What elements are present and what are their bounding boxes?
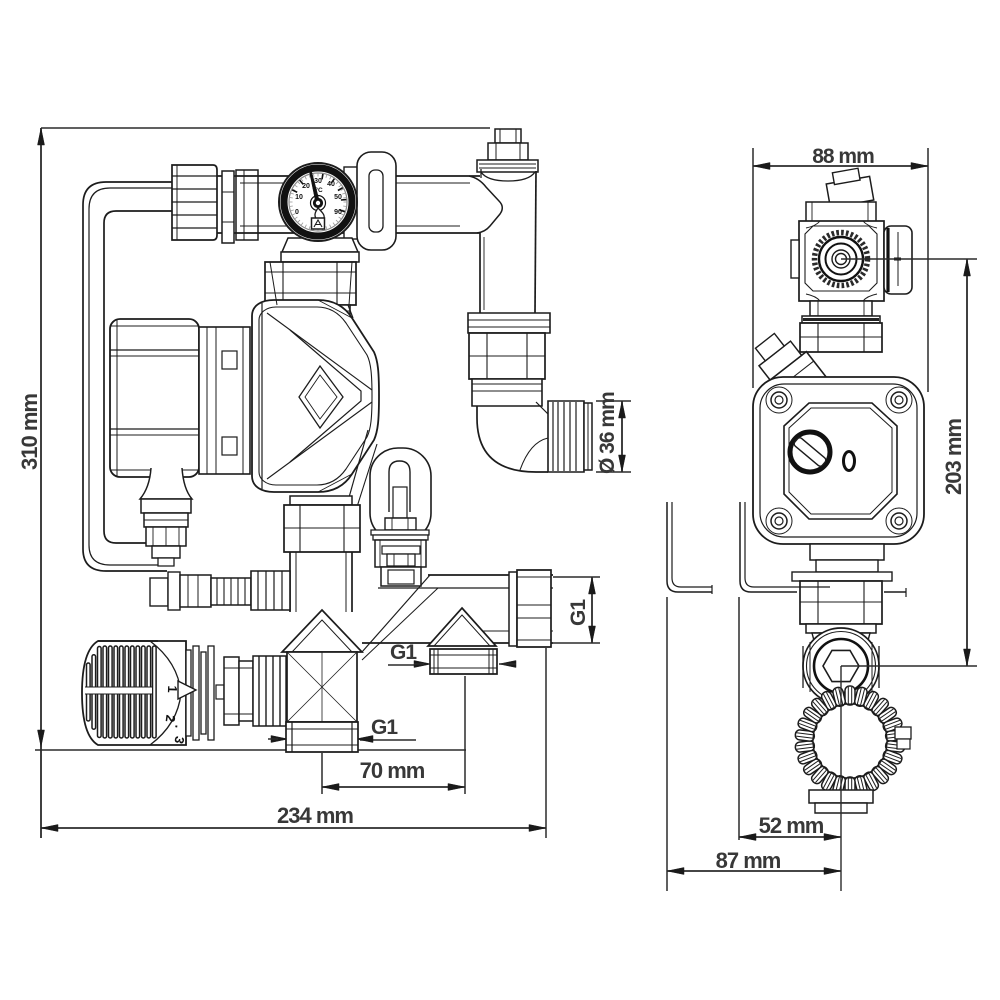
svg-text:310 mm: 310 mm [17, 394, 42, 470]
svg-text:70 mm: 70 mm [360, 758, 425, 783]
svg-text:3: 3 [171, 735, 187, 745]
svg-text:88 mm: 88 mm [812, 145, 874, 168]
svg-text:87 mm: 87 mm [716, 848, 781, 873]
svg-text:90: 90 [334, 209, 342, 216]
svg-text:G1: G1 [390, 641, 417, 664]
svg-text:52 mm: 52 mm [759, 813, 824, 838]
svg-text:0: 0 [295, 209, 299, 216]
svg-text:20: 20 [302, 183, 310, 190]
svg-text:1: 1 [165, 685, 180, 693]
svg-text:Ø 36 mm: Ø 36 mm [596, 392, 619, 474]
svg-text:G1: G1 [567, 599, 590, 626]
svg-text:30: 30 [314, 178, 322, 185]
svg-text:203 mm: 203 mm [941, 419, 966, 495]
svg-text:·: · [169, 723, 185, 730]
svg-text:50: 50 [334, 194, 342, 201]
svg-text:234 mm: 234 mm [277, 803, 353, 828]
svg-text:°C: °C [315, 186, 323, 194]
svg-text:2: 2 [163, 714, 179, 723]
svg-text:40: 40 [327, 181, 335, 188]
svg-text:10: 10 [295, 194, 303, 201]
svg-text:G1: G1 [371, 716, 398, 739]
